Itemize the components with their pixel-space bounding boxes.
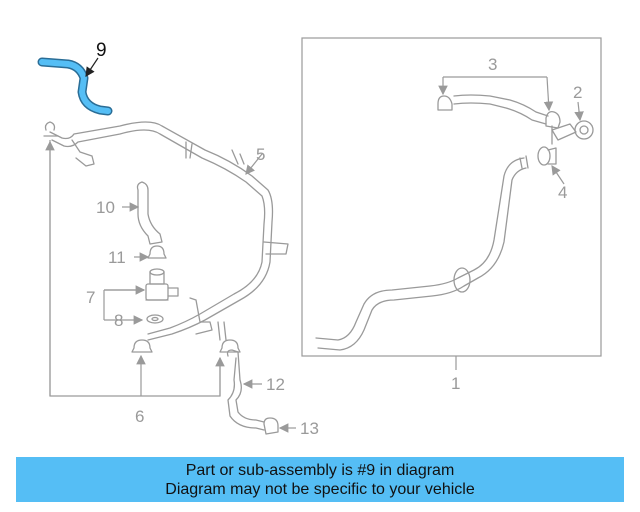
part-13-clamp[interactable] xyxy=(263,417,279,435)
callout-13: 13 xyxy=(300,419,319,438)
callout-12: 12 xyxy=(266,375,285,394)
callout-2: 2 xyxy=(573,83,582,102)
part-7-valve[interactable] xyxy=(145,268,179,301)
part-11-clamp[interactable] xyxy=(147,245,167,259)
part-4-clamp[interactable] xyxy=(537,146,557,166)
part-8-washer[interactable] xyxy=(146,314,164,324)
part-12-hose[interactable] xyxy=(226,349,265,431)
part-1-box xyxy=(301,37,602,357)
info-banner: Part or sub-assembly is #9 in diagram Di… xyxy=(16,457,624,502)
part-9-hose[interactable] xyxy=(37,57,113,116)
part-6-clamps[interactable] xyxy=(131,339,241,353)
callout-3: 3 xyxy=(488,55,497,74)
callout-6: 6 xyxy=(135,407,144,426)
leader-9 xyxy=(85,57,99,77)
part-2-connector[interactable] xyxy=(551,120,594,145)
callout-9: 9 xyxy=(96,40,107,61)
callout-1: 1 xyxy=(451,374,460,393)
part-3-hose[interactable] xyxy=(437,94,561,129)
callout-11: 11 xyxy=(108,248,126,267)
leader-2 xyxy=(574,101,584,122)
callout-7: 7 xyxy=(86,288,95,307)
banner-line-1: Part or sub-assembly is #9 in diagram xyxy=(185,461,455,479)
banner-line-2: Diagram may not be specific to your vehi… xyxy=(165,480,475,498)
callout-10: 10 xyxy=(96,198,115,217)
part-1-hose[interactable] xyxy=(315,155,529,351)
part-10-hose[interactable] xyxy=(136,181,163,245)
leader-5 xyxy=(245,153,263,175)
callout-4: 4 xyxy=(558,183,567,202)
leader-6 xyxy=(49,140,221,397)
part-5-pipe[interactable] xyxy=(43,121,289,341)
leader-7 xyxy=(103,289,144,320)
leader-4 xyxy=(551,165,565,185)
callout-8: 8 xyxy=(114,311,123,330)
parts-diagram: 9 5 10 11 7 8 xyxy=(37,37,602,438)
callout-5: 5 xyxy=(256,145,265,164)
